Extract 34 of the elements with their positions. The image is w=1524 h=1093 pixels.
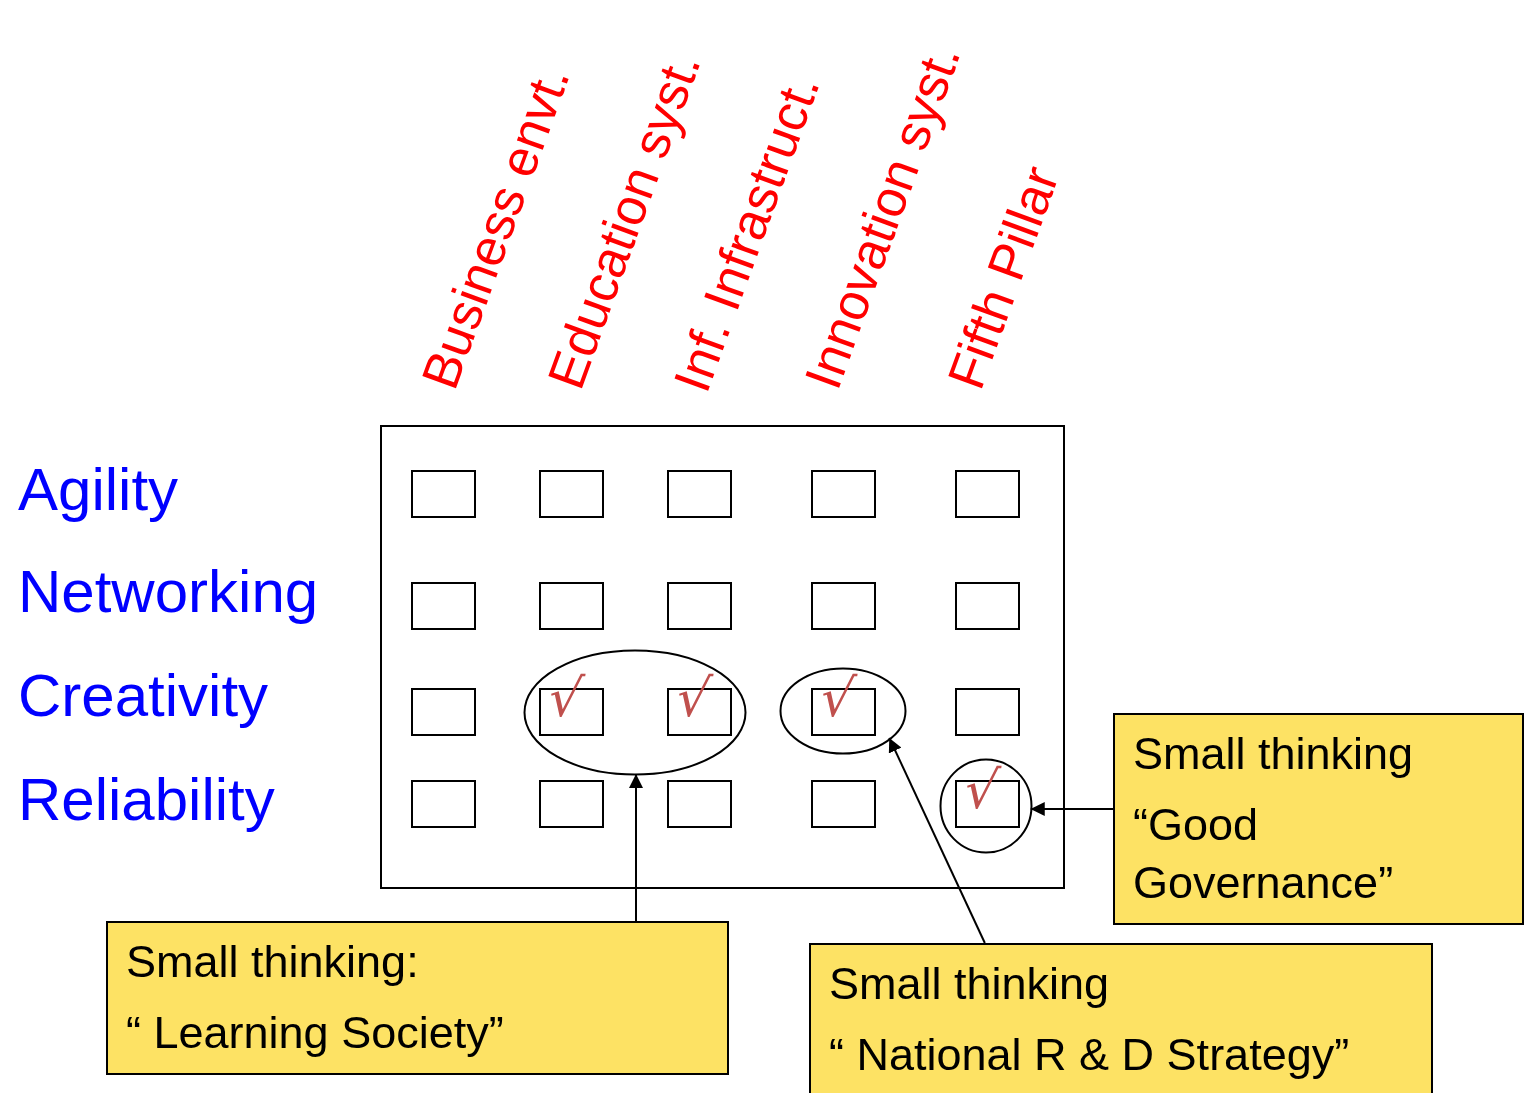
grid-cell — [539, 582, 604, 630]
row-heading: Creativity — [18, 666, 269, 726]
arrow — [888, 736, 986, 944]
callout-text: “ National R & D Strategy” — [829, 1027, 1351, 1082]
callout-text: Small thinking — [1133, 727, 1415, 781]
callout-text: “ Learning Society” — [126, 1005, 505, 1060]
grid-cell — [955, 582, 1020, 630]
grid-cell — [667, 470, 732, 518]
grid-cell — [667, 582, 732, 630]
callout-text: Small thinking: — [126, 935, 420, 989]
grid-cell — [811, 470, 876, 518]
row-heading: Networking — [18, 562, 319, 622]
grid-cell — [411, 470, 476, 518]
grid-cell — [811, 780, 876, 828]
grid-cell — [539, 780, 604, 828]
grid-cell — [411, 582, 476, 630]
grid-cell — [411, 688, 476, 736]
grid-cell — [811, 582, 876, 630]
arrow — [1029, 802, 1114, 816]
column-heading: Fifth Pillar — [939, 160, 1068, 395]
row-heading: Reliability — [18, 770, 275, 830]
grid-cell — [955, 470, 1020, 518]
arrow — [629, 773, 643, 922]
callout-text: “Good Governance” — [1133, 797, 1395, 910]
grid-cell — [411, 780, 476, 828]
grid-cell — [539, 470, 604, 518]
grid-cell — [955, 688, 1020, 736]
callout-box — [1113, 713, 1524, 925]
grid-cell — [667, 780, 732, 828]
callout-box — [106, 921, 729, 1075]
callout-box — [809, 943, 1433, 1093]
callout-text: Small thinking — [829, 957, 1111, 1011]
matrix-frame — [380, 425, 1065, 889]
row-heading: Agility — [18, 460, 179, 520]
